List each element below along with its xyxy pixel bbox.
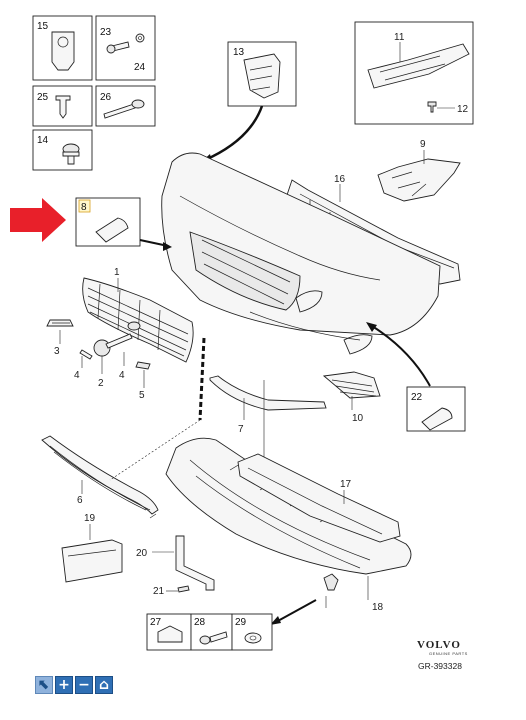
- svg-text:25: 25: [37, 92, 49, 103]
- lower-spoiler-6[interactable]: [41, 435, 159, 515]
- svg-text:8: 8: [81, 202, 87, 213]
- svg-text:24: 24: [134, 62, 146, 73]
- clip-5[interactable]: [135, 361, 151, 370]
- part-box-23-24[interactable]: 23 24: [95, 15, 156, 81]
- zoom-out-button[interactable]: −: [75, 676, 93, 694]
- arrow-13-to-bumper: [204, 105, 264, 162]
- bracket-20[interactable]: [175, 535, 215, 591]
- callout-16: 16: [334, 174, 346, 185]
- callout-1: 1: [114, 267, 120, 278]
- callout-2: 2: [98, 378, 104, 389]
- callout-12: 12: [457, 104, 469, 115]
- part-box-8[interactable]: 8: [75, 197, 141, 247]
- clip-3[interactable]: [46, 319, 74, 327]
- callout-10: 10: [352, 413, 364, 424]
- grille-1[interactable]: [82, 277, 194, 363]
- highlight-arrow: [10, 198, 66, 242]
- home-button[interactable]: ⌂: [95, 676, 113, 694]
- diagram-reference: GR-393328: [418, 661, 462, 671]
- callout-20: 20: [136, 548, 148, 559]
- part-box-15[interactable]: 15: [32, 15, 93, 81]
- svg-text:22: 22: [411, 392, 423, 403]
- callout-4b: 4: [119, 370, 125, 381]
- svg-text:15: 15: [37, 21, 49, 32]
- brand-tagline: GENUINE PARTS: [429, 651, 468, 656]
- part-box-25[interactable]: 25: [32, 85, 93, 127]
- callout-3: 3: [54, 346, 60, 357]
- svg-text:28: 28: [194, 617, 206, 628]
- callout-9: 9: [420, 139, 426, 150]
- callout-4a: 4: [74, 370, 80, 381]
- part-box-14[interactable]: 14: [32, 129, 93, 171]
- brand-block: VOLVO GENUINE PARTS GR-393328: [417, 639, 468, 671]
- svg-text:29: 29: [235, 617, 247, 628]
- svg-text:23: 23: [100, 27, 112, 38]
- part-box-29[interactable]: 29: [231, 613, 273, 651]
- part-box-22[interactable]: 22: [406, 386, 466, 432]
- callout-17: 17: [340, 479, 352, 490]
- trim-strip-7[interactable]: [209, 375, 327, 411]
- svg-text:27: 27: [150, 617, 162, 628]
- part-box-28[interactable]: 28: [190, 613, 233, 651]
- part-box-26[interactable]: 26: [95, 85, 156, 127]
- svg-text:26: 26: [100, 92, 112, 103]
- section-line: [198, 337, 206, 421]
- part-box-13[interactable]: 13: [227, 41, 297, 107]
- part-box-11-12[interactable]: [354, 21, 474, 125]
- viewer-toolbar: ⬉ + − ⌂: [35, 676, 113, 696]
- callout-5: 5: [139, 390, 145, 401]
- callout-6: 6: [77, 495, 83, 506]
- part-box-27[interactable]: 27: [146, 613, 192, 651]
- svg-text:14: 14: [37, 135, 49, 146]
- brand-name: VOLVO: [417, 639, 461, 651]
- emblem-2[interactable]: [79, 333, 133, 360]
- callout-18: 18: [372, 602, 384, 613]
- select-tool-button[interactable]: ⬉: [35, 676, 53, 694]
- screw-21[interactable]: [177, 585, 190, 593]
- callout-11: 11: [394, 32, 405, 43]
- fastener: [323, 573, 339, 591]
- bracket-9[interactable]: [377, 158, 461, 202]
- underbody-shield-18[interactable]: [165, 437, 412, 575]
- zoom-in-button[interactable]: +: [55, 676, 73, 694]
- lower-grille-10[interactable]: [322, 371, 381, 399]
- callout-7: 7: [238, 424, 244, 435]
- deflector-17[interactable]: [237, 453, 401, 543]
- svg-text:13: 13: [233, 47, 245, 58]
- bracket-19[interactable]: [61, 539, 123, 583]
- callout-19: 19: [84, 513, 96, 524]
- callout-21: 21: [153, 586, 165, 597]
